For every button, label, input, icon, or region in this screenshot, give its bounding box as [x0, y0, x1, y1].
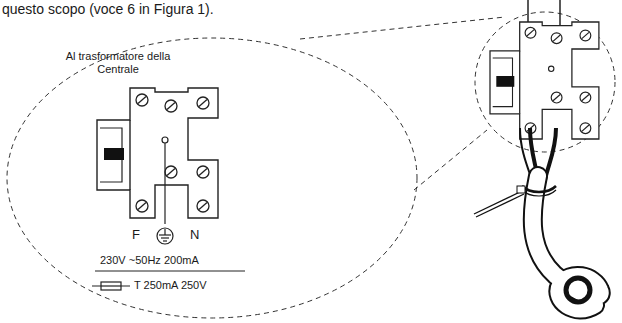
zoom-circle	[475, 12, 615, 152]
body-text: questo scopo (voce 6 in Figura 1).	[2, 1, 214, 17]
fuse-rating: T 250mA 250V	[134, 279, 207, 292]
terminal-block	[97, 88, 218, 218]
ground-symbol	[157, 228, 173, 244]
rating-text: 230V ~50Hz 200mA	[100, 254, 199, 267]
fuse-symbol	[92, 282, 130, 290]
zoom-outline	[7, 38, 417, 318]
terminal-letter: F	[132, 228, 140, 243]
supply-note: Al trasformatore della Centrale	[62, 50, 174, 75]
terminal-letter: N	[190, 228, 199, 243]
cable-tie	[474, 186, 556, 217]
